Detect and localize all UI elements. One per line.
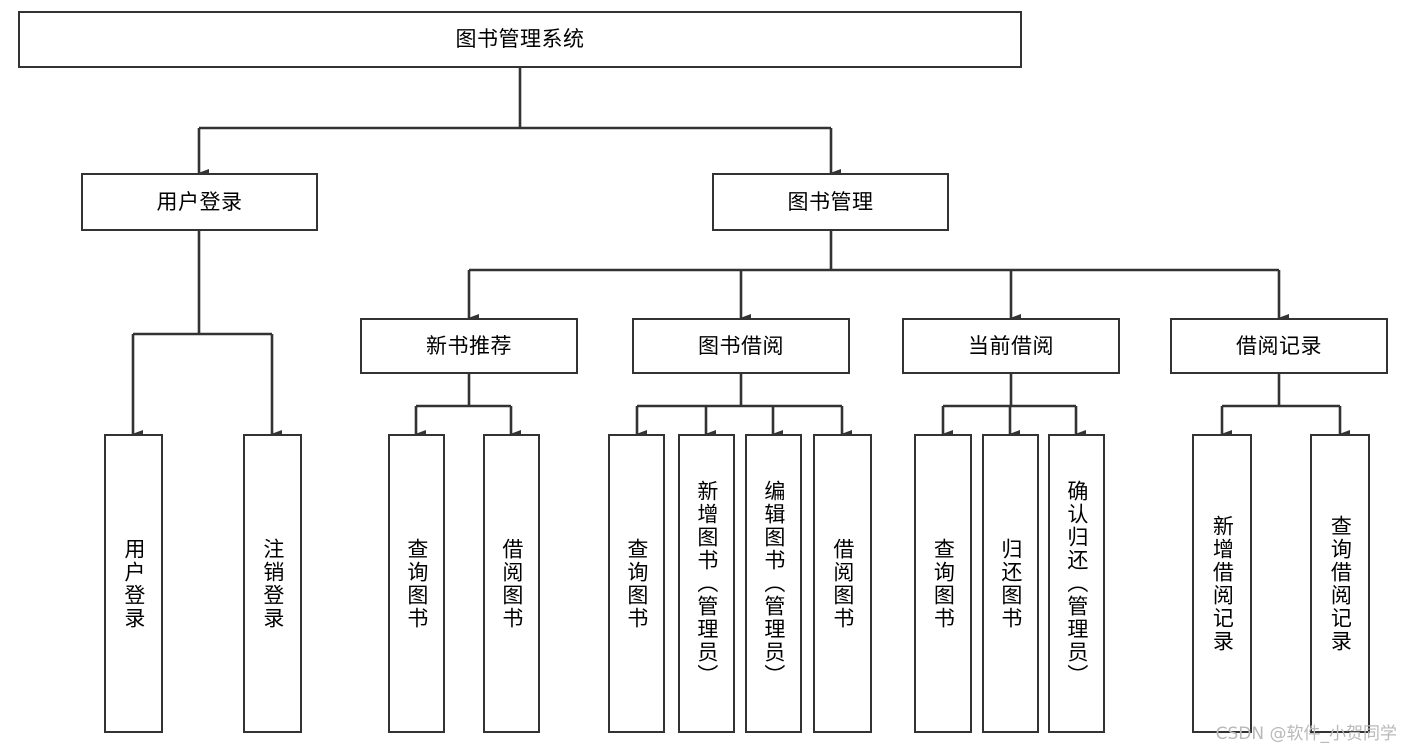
leaf-user-login-signout[interactable]: 注销登录 [243, 434, 302, 733]
leaf-current-confirm-return[interactable]: 确认归还（管理员） [1048, 434, 1105, 733]
leaf-borrow-edit-book-label: 编辑图书（管理员） [761, 480, 786, 687]
leaf-new-book-borrow-label: 借阅图书 [499, 537, 524, 630]
csdn-watermark: CSDN @软件_小贺同学 [1215, 724, 1397, 744]
leaf-borrow-borrow-book[interactable]: 借阅图书 [813, 434, 872, 733]
leaf-current-return-book[interactable]: 归还图书 [982, 434, 1039, 733]
node-root-system[interactable]: 图书管理系统 [18, 11, 1022, 68]
node-current-borrow[interactable]: 当前借阅 [902, 318, 1120, 374]
leaf-new-book-query-label: 查询图书 [404, 537, 429, 630]
leaf-borrow-add-book[interactable]: 新增图书（管理员） [678, 434, 735, 733]
node-book-management[interactable]: 图书管理 [712, 173, 949, 231]
leaf-current-query-book[interactable]: 查询图书 [914, 434, 972, 733]
leaf-borrow-edit-book[interactable]: 编辑图书（管理员） [745, 434, 802, 733]
leaf-record-add[interactable]: 新增借阅记录 [1192, 434, 1252, 733]
leaf-borrow-query-book[interactable]: 查询图书 [608, 434, 665, 733]
leaf-record-query-label: 查询借阅记录 [1328, 514, 1353, 653]
node-borrow-record[interactable]: 借阅记录 [1170, 318, 1388, 374]
leaf-current-return-book-label: 归还图书 [998, 537, 1023, 630]
leaf-current-query-book-label: 查询图书 [931, 537, 956, 630]
leaf-user-login-signin[interactable]: 用户登录 [104, 434, 163, 733]
leaf-user-login-signout-label: 注销登录 [260, 537, 285, 630]
leaf-borrow-borrow-book-label: 借阅图书 [830, 537, 855, 630]
node-book-management-label: 图书管理 [787, 189, 874, 214]
node-book-borrow[interactable]: 图书借阅 [632, 318, 850, 374]
node-new-book-recommend-label: 新书推荐 [426, 333, 512, 358]
leaf-borrow-add-book-label: 新增图书（管理员） [694, 480, 719, 687]
leaf-new-book-borrow[interactable]: 借阅图书 [483, 434, 540, 733]
leaf-current-confirm-return-label: 确认归还（管理员） [1064, 480, 1089, 687]
leaf-record-add-label: 新增借阅记录 [1210, 514, 1235, 653]
node-root-system-label: 图书管理系统 [455, 27, 585, 52]
leaf-record-query[interactable]: 查询借阅记录 [1310, 434, 1370, 733]
node-current-borrow-label: 当前借阅 [968, 333, 1054, 358]
node-borrow-record-label: 借阅记录 [1236, 333, 1322, 358]
node-user-login[interactable]: 用户登录 [81, 173, 318, 231]
leaf-borrow-query-book-label: 查询图书 [624, 537, 649, 630]
node-new-book-recommend[interactable]: 新书推荐 [360, 318, 578, 374]
leaf-user-login-signin-label: 用户登录 [121, 537, 146, 630]
leaf-new-book-query[interactable]: 查询图书 [388, 434, 445, 733]
node-user-login-label: 用户登录 [156, 189, 243, 214]
node-book-borrow-label: 图书借阅 [698, 333, 784, 358]
